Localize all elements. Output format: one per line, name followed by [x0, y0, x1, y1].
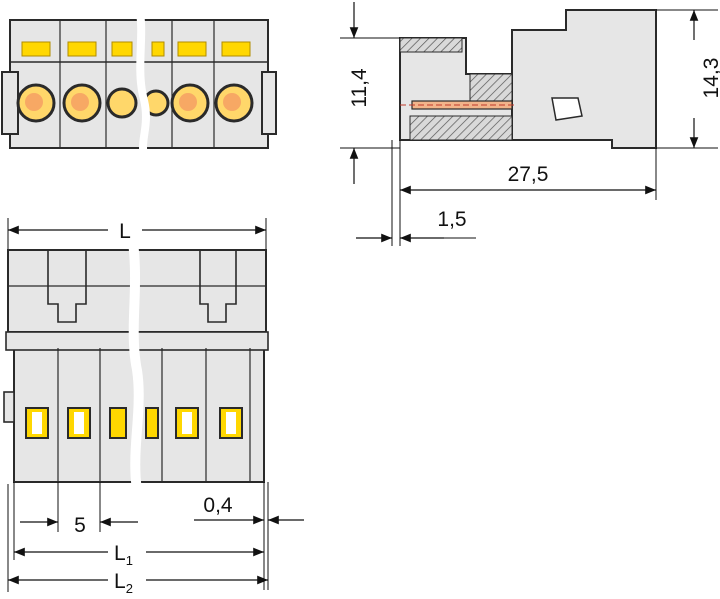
dim-length-2-sub: 2 — [126, 581, 133, 596]
dim-pitch: 5 — [74, 514, 86, 537]
front-view-flange — [1, 71, 19, 135]
dim-height-total: 14,3 — [700, 58, 720, 99]
dim-length-2-main: L — [114, 570, 126, 593]
dim-pin-offset: 1,5 — [437, 208, 466, 231]
dim-length-1: L1 — [114, 542, 133, 568]
release-buttons — [21, 41, 251, 57]
dim-depth-total: 27,5 — [508, 163, 549, 186]
front-view-flange-right — [261, 71, 277, 135]
latch-right — [199, 250, 237, 323]
dim-length: L — [119, 220, 131, 243]
dim-length-1-main: L — [114, 542, 126, 565]
dim-length-1-sub: 1 — [126, 553, 133, 568]
circle-yellow-openings-icon — [16, 83, 254, 123]
yellow-square-contacts-icon — [25, 407, 243, 439]
hatched-section-top — [399, 37, 463, 53]
dim-side-gap: 0,4 — [203, 494, 233, 517]
top-view: L — [3, 218, 304, 596]
latch-left — [47, 250, 87, 323]
hatched-section-bottom — [409, 115, 513, 141]
front-view-break — [136, 12, 150, 156]
dim-height-inner: 11,4 — [348, 68, 371, 108]
side-view-body — [511, 9, 657, 149]
latch-window — [551, 97, 583, 121]
dim-length-2: L2 — [114, 570, 133, 596]
hatched-section-middle — [469, 73, 513, 105]
top-view-break — [128, 242, 144, 490]
side-view: 11,4 14,3 27,5 1,5 — [340, 2, 720, 246]
front-view — [1, 12, 277, 156]
